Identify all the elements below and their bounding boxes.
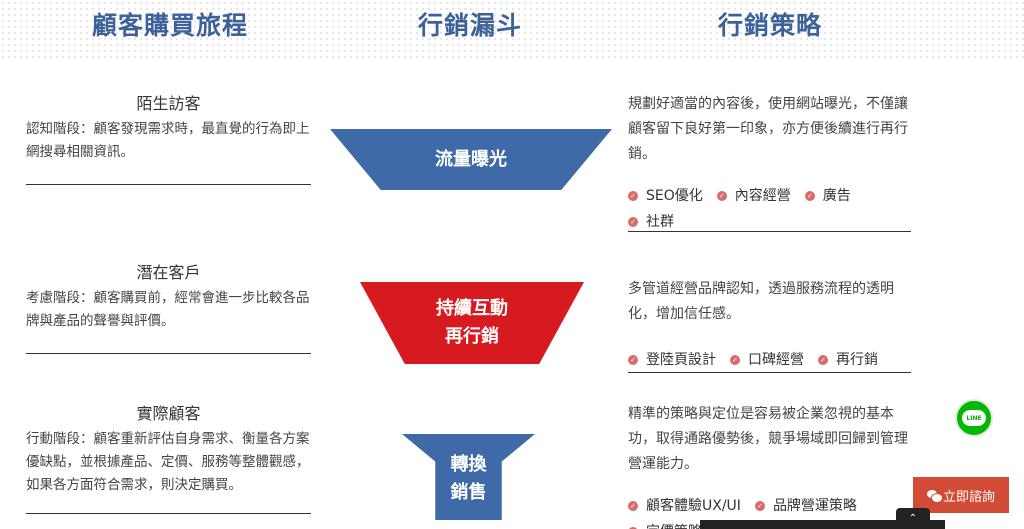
stage-desc-customer: 行動階段：顧客重新評估自身需求、衡量各方案優缺點，並根據產品、定價、服務等整體觀… [26,431,310,493]
funnel-label: 再行銷 [445,326,499,347]
chat-bubble-icon [926,489,943,503]
tag-item: ✓ 品牌營運策略 [754,494,857,518]
strategy-desc-visitor: 規劃好適當的內容後，使用網站曝光，不僅讓顧客留下良好第一印象，亦方便後續進行再行… [628,96,908,162]
line-chat-button[interactable]: LINE [955,399,993,437]
line-icon: LINE [962,410,986,426]
check-icon: ✓ [628,501,638,511]
strategy-desc-customer: 精準的策略與定位是容易被企業忽視的基本功，取得通路優勢後，競爭場域即回歸到管理營… [628,406,908,472]
tag-item: ✓定價策略 [628,520,702,529]
bottom-bar [700,520,945,529]
stage-desc-prospect: 考慮階段：顧客購買前，經常會進一步比較各品牌與產品的聲譽與評價。 [26,290,310,329]
check-icon: ✓ [754,501,765,511]
funnel-label: 持續互動 [436,298,508,319]
funnel-label: 流量曝光 [435,148,507,170]
funnel-stage-traffic: 流量曝光 [330,129,612,190]
strategy-heading: 行銷策略 [717,11,822,40]
funnel-label: 銷售 [450,482,487,503]
stage-title-prospect: 潛在客戶 [136,263,201,282]
consult-button[interactable]: 立即諮詢 [913,477,1009,513]
funnel-stage-retargeting: 持續互動 再行銷 [360,282,584,364]
tag-item: ✓ 廣告 [804,184,851,208]
strategy-divider [628,231,911,232]
strategy-divider [628,372,911,373]
tag-label: 登陸頁設計 [646,352,716,368]
strategy-tags-prospect: ✓ 登陸頁設計 ✓ 口碑經營 ✓ 再行銷 [628,346,918,372]
tag-label: 再行銷 [836,352,878,368]
funnel-label: 轉換 [450,454,487,475]
tag-label: SEO優化 [646,188,703,204]
tag-label: 顧客體驗UX/UI [646,498,741,514]
check-icon: ✓ [628,191,638,201]
tag-item: ✓ 社群 [628,210,674,234]
stage-divider [26,513,311,514]
tag-item: ✓ 口碑經營 [730,348,804,372]
stage-title-visitor: 陌生訪客 [136,94,201,113]
tag-label: 品牌營運策略 [772,498,857,514]
strategy-tags-customer: ✓ 顧客體驗UX/UI ✓ 品牌營運策略 ✓定價策略 [628,492,918,529]
stage-divider [26,184,311,185]
tag-item: ✓ 再行銷 [818,348,878,372]
check-icon: ✓ [818,355,828,365]
consult-button-label: 立即諮詢 [942,489,995,505]
check-icon: ✓ [730,355,740,365]
tag-item: ✓ 內容經營 [716,184,791,208]
tag-item: ✓ 顧客體驗UX/UI [628,494,741,518]
funnel-heading: 行銷漏斗 [417,11,522,40]
tag-label: 內容經營 [734,188,791,204]
funnel-stage-conversion: 轉換 銷售 [402,434,535,520]
strategy-tags-visitor: ✓ SEO優化 ✓ 內容經營 ✓ 廣告 ✓ 社群 [628,182,918,234]
strategy-desc-prospect: 多管道經營品牌認知，透過服務流程的透明化，增加信任感。 [628,281,894,322]
tag-item: ✓ SEO優化 [628,184,703,208]
tag-label: 口碑經營 [748,352,804,368]
chevron-up-icon: ⌃ [908,513,918,524]
tag-label: 定價策略 [646,520,702,529]
stage-divider [26,353,311,354]
check-icon: ✓ [804,191,815,201]
scroll-to-top-button[interactable]: ⌃ [896,508,930,529]
tag-label: 社群 [646,214,674,230]
journey-heading: 顧客購買旅程 [91,11,248,40]
stage-title-customer: 實際顧客 [136,404,201,423]
check-icon: ✓ [628,355,638,365]
check-icon: ✓ [716,191,727,201]
tag-label: 廣告 [822,188,851,204]
check-icon: ✓ [628,217,638,227]
stage-desc-visitor: 認知階段：顧客發現需求時，最直覺的行為即上網搜尋相關資訊。 [26,121,310,160]
tag-item: ✓ 登陸頁設計 [628,348,716,372]
header-band [0,0,1024,58]
